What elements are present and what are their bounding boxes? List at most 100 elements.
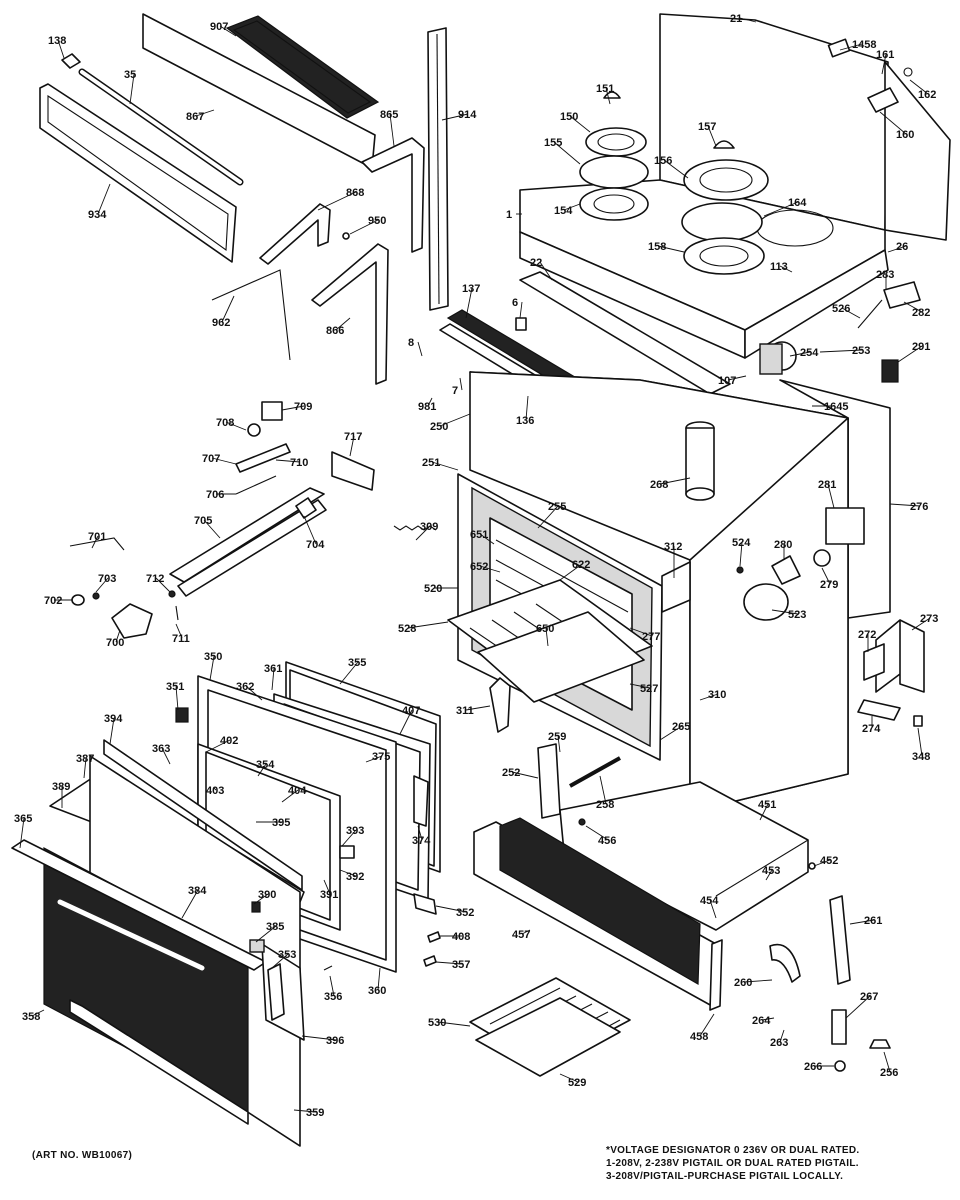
part-706-link [235, 475, 277, 495]
leader-line [213, 787, 217, 791]
leader-line [417, 825, 423, 841]
leader-line [181, 889, 199, 919]
callout-260: 260 [734, 977, 752, 989]
part-712-screw [168, 590, 176, 598]
leader-line [349, 219, 379, 235]
leader-line [317, 191, 357, 211]
leader-line [441, 113, 469, 121]
part-side-panel [884, 61, 951, 241]
leader-line [779, 1029, 785, 1043]
part-866-bracket [311, 243, 389, 385]
leader-line [459, 377, 463, 391]
callout-156: 156 [654, 155, 672, 167]
callout-526: 526 [832, 303, 850, 315]
leader-line [31, 1009, 45, 1017]
leader-line [329, 975, 335, 997]
leader-line [57, 39, 65, 59]
part-156-burner-ring [699, 167, 753, 193]
callout-113: 113 [770, 261, 788, 273]
leader-line [889, 503, 921, 507]
callout-868: 868 [346, 187, 364, 199]
part-385-bracket [249, 939, 265, 953]
leader-line [203, 519, 221, 539]
leader-line [129, 73, 135, 105]
leader-line [281, 405, 305, 411]
callout-161: 161 [876, 49, 894, 61]
callout-355: 355 [348, 657, 366, 669]
callout-251: 251 [422, 457, 440, 469]
callout-254: 254 [800, 347, 819, 359]
leader-line [91, 535, 99, 549]
callout-7: 7 [452, 385, 458, 397]
callout-384: 384 [188, 885, 207, 897]
part-456-screw [578, 818, 586, 826]
callout-107: 107 [718, 375, 736, 387]
leader-line [789, 351, 811, 357]
part-252-panel [537, 743, 561, 819]
callout-704: 704 [306, 539, 325, 551]
part-279-bushing [813, 549, 831, 567]
leader-line [599, 775, 607, 805]
leader-line [221, 295, 235, 323]
part-524-screw [736, 566, 744, 574]
callout-395: 395 [272, 817, 290, 829]
callout-404: 404 [288, 785, 307, 797]
part-150-burner-head [585, 127, 647, 157]
note-line: *VOLTAGE DESIGNATOR 0 236V OR DUAL RATED… [606, 1145, 860, 1156]
leader-line [659, 477, 691, 485]
leader-line [629, 627, 653, 637]
leader-line [97, 183, 111, 215]
callout-712: 712 [146, 573, 164, 585]
callout-154: 154 [554, 205, 573, 217]
leader-line [559, 1073, 579, 1083]
leader-line [663, 159, 689, 179]
callout-310: 310 [708, 689, 726, 701]
leader-line [341, 829, 357, 847]
callout-309: 309 [420, 521, 438, 533]
leader-line [883, 1051, 891, 1073]
leader-line [739, 541, 743, 567]
callout-396: 396 [326, 1035, 344, 1047]
leader-line [293, 1109, 317, 1113]
part-158-drip-pan-inner [699, 245, 749, 267]
callout-914: 914 [458, 109, 477, 121]
callout-934: 934 [88, 209, 107, 221]
callout-360: 360 [368, 985, 386, 997]
callout-707: 707 [202, 453, 220, 465]
drawer-group [469, 781, 891, 1077]
leader-line [211, 457, 237, 465]
callout-357: 357 [452, 959, 470, 971]
leader-line [569, 115, 591, 133]
part-261-slide [829, 895, 851, 985]
callout-527: 527 [640, 683, 658, 695]
leader-line [881, 53, 887, 75]
leader-line [339, 869, 357, 877]
part-408-clip [427, 931, 441, 943]
part-311-hinge [489, 677, 511, 733]
part-705-rail [169, 487, 325, 583]
leader-line [205, 739, 231, 753]
leader-line [339, 661, 359, 685]
part-268-flue [685, 427, 715, 495]
leader-line [819, 349, 863, 353]
callout-164: 164 [788, 197, 807, 209]
leader-line [779, 265, 793, 273]
part-709-block [261, 401, 283, 421]
part-276-side [779, 379, 891, 619]
leader-line [417, 341, 423, 357]
part-700-thermostat [111, 603, 153, 639]
callout-259: 259 [548, 731, 566, 743]
part-162-screw [903, 67, 913, 77]
part-358-door-bottom [69, 999, 249, 1125]
leader-line [765, 869, 773, 881]
part-35-rod-highlight [80, 70, 242, 184]
leader-line [659, 725, 683, 741]
note-line: 1-208V, 2-238V PIGTAIL OR DUAL RATED PIG… [606, 1158, 859, 1169]
leader-line [377, 967, 381, 991]
leader-line [209, 655, 215, 681]
callout-137: 137 [462, 283, 480, 295]
callout-387: 387 [76, 753, 94, 765]
callout-136: 136 [516, 415, 534, 427]
callout-363: 363 [152, 743, 170, 755]
